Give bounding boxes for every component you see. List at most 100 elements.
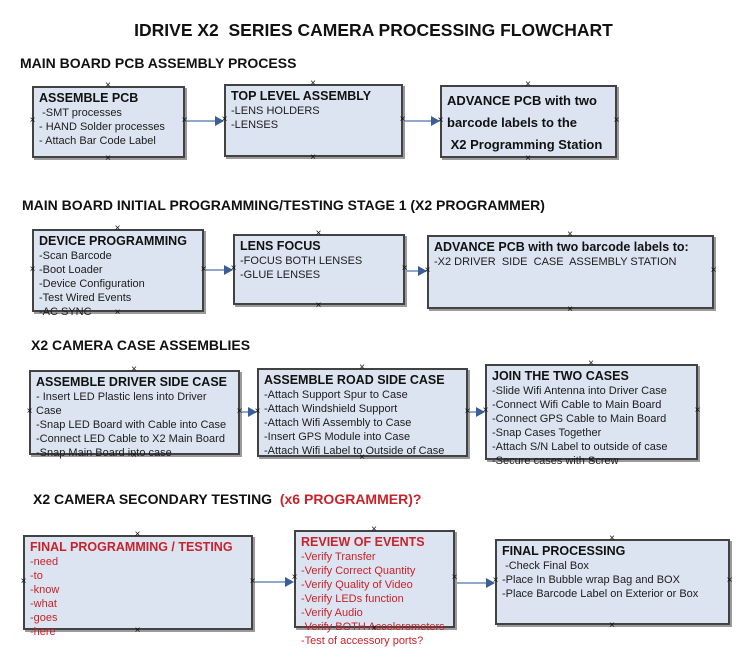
box-item: - HAND Solder processes <box>39 121 165 133</box>
connection-handle-icon <box>481 406 490 415</box>
connection-handle-icon <box>709 266 718 275</box>
connection-handle-icon <box>566 305 575 314</box>
box-item: -need <box>30 556 59 568</box>
box-item: -GLUE LENSES <box>240 269 321 281</box>
box-item: -Device Configuration <box>39 278 145 290</box>
connection-handle-icon <box>314 229 323 238</box>
box-item: -Verify BOTH Accelerometers <box>301 621 445 633</box>
box-item: -AC SYNC <box>39 306 92 318</box>
flow-box-final-programming-testing: FINAL PROGRAMMING / TESTING -need -to -k… <box>23 535 253 638</box>
connection-handle-icon <box>587 456 596 465</box>
section-heading-black-part: X2 CAMERA SECONDARY TESTING <box>33 491 276 507</box>
connection-handle-icon <box>314 301 323 310</box>
box-item: -SMT processes <box>39 107 122 119</box>
flow-arrow-right-icon <box>405 116 440 126</box>
connection-handle-icon <box>28 116 37 125</box>
connection-handle-icon <box>587 359 596 368</box>
connection-handle-icon <box>235 407 244 416</box>
box-item: -Verify LEDs function <box>301 593 404 605</box>
connection-handle-icon <box>133 626 142 635</box>
box-title: REVIEW OF EVENTS <box>301 535 425 549</box>
section-heading-secondary-testing: X2 CAMERA SECONDARY TESTING (x6 PROGRAMM… <box>33 491 421 507</box>
flow-box-assemble-pcb: ASSEMBLE PCB -SMT processes - HAND Solde… <box>32 86 185 158</box>
connection-handle-icon <box>491 576 500 585</box>
section-heading-red-part: (x6 PROGRAMMER)? <box>275 491 422 507</box>
box-title-line: barcode labels to the <box>447 115 578 130</box>
flow-arrow-right-icon <box>206 265 233 275</box>
connection-handle-icon <box>566 230 575 239</box>
box-item: -Connect LED Cable to X2 Main Board <box>36 433 225 445</box>
connection-handle-icon <box>524 154 533 163</box>
box-item: -Place In Bubble wrap Bag and BOX <box>502 574 680 586</box>
box-item: -Insert GPS Module into Case <box>264 431 411 443</box>
connection-handle-icon <box>180 116 189 125</box>
box-title: FINAL PROCESSING <box>502 544 626 558</box>
box-item: -Verify Correct Quantity <box>301 565 416 577</box>
box-title: ASSEMBLE ROAD SIDE CASE <box>264 373 445 387</box>
flow-box-final-processing: FINAL PROCESSING -Check Final Box -Place… <box>495 539 730 625</box>
box-item: - Attach Bar Code Label <box>39 135 156 147</box>
connection-handle-icon <box>370 525 379 534</box>
connection-handle-icon <box>19 577 28 586</box>
connection-handle-icon <box>309 153 318 162</box>
connection-handle-icon <box>130 365 139 374</box>
box-item: -Connect Wifi Cable to Main Board <box>492 399 662 411</box>
connection-handle-icon <box>113 308 122 317</box>
connection-handle-icon <box>398 115 407 124</box>
box-item: -Attach Wifi Label to Outside of Case <box>264 445 445 457</box>
box-item: -Attach S/N Label to outside of case <box>492 441 668 453</box>
flow-arrow-right-icon <box>255 577 294 587</box>
box-item: -Attach Windshield Support <box>264 403 398 415</box>
box-item: -Verify Audio <box>301 607 363 619</box>
box-title: FINAL PROGRAMMING / TESTING <box>30 540 233 554</box>
connection-handle-icon <box>436 116 445 125</box>
box-item: -Attach Wifi Assembly to Case <box>264 417 412 429</box>
box-item: -Boot Loader <box>39 264 103 276</box>
flow-arrow-right-icon <box>187 116 224 126</box>
connection-handle-icon <box>524 80 533 89</box>
box-item: -Secure cases with Screw <box>492 455 619 467</box>
box-item: -Test of accessory ports? <box>301 635 424 647</box>
connection-handle-icon <box>130 451 139 460</box>
box-item: -Snap LED Board with Cable into Case <box>36 419 227 431</box>
flow-box-assemble-road-side-case: ASSEMBLE ROAD SIDE CASE -Attach Support … <box>257 368 468 457</box>
box-item: -X2 DRIVER SIDE CASE ASSEMBLY STATION <box>434 256 677 268</box>
connection-handle-icon <box>450 573 459 582</box>
connection-handle-icon <box>612 116 621 125</box>
connection-handle-icon <box>290 573 299 582</box>
connection-handle-icon <box>104 81 113 90</box>
connection-handle-icon <box>199 265 208 274</box>
box-title: TOP LEVEL ASSEMBLY <box>231 89 372 103</box>
box-item: -LENSES <box>231 119 279 131</box>
box-item: -what <box>30 598 57 610</box>
box-item: - Insert LED Plastic lens into Driver Ca… <box>36 391 210 417</box>
box-item: -Attach Support Spur to Case <box>264 389 408 401</box>
connection-handle-icon <box>358 363 367 372</box>
connection-handle-icon <box>25 407 34 416</box>
connection-handle-icon <box>608 534 617 543</box>
connection-handle-icon <box>400 264 409 273</box>
box-title: JOIN THE TWO CASES <box>492 369 629 383</box>
box-title: ADVANCE PCB with two barcode labels to: <box>434 240 689 254</box>
box-item: -Place Barcode Label on Exterior or Box <box>502 588 699 600</box>
box-item: -goes <box>30 612 58 624</box>
box-title: ASSEMBLE PCB <box>39 91 139 105</box>
box-title: DEVICE PROGRAMMING <box>39 234 187 248</box>
page-title: IDRIVE X2 SERIES CAMERA PROCESSING FLOWC… <box>134 20 613 40</box>
connection-handle-icon <box>104 154 113 163</box>
connection-handle-icon <box>133 530 142 539</box>
box-item: -here <box>30 626 56 638</box>
box-item: -Snap Cases Together <box>492 427 602 439</box>
box-title: ASSEMBLE DRIVER SIDE CASE <box>36 375 228 389</box>
connection-handle-icon <box>463 407 472 416</box>
connection-handle-icon <box>423 266 432 275</box>
connection-handle-icon <box>608 621 617 630</box>
section-heading-case-assemblies: X2 CAMERA CASE ASSEMBLIES <box>31 337 251 353</box>
connection-handle-icon <box>693 406 702 415</box>
box-item: -FOCUS BOTH LENSES <box>240 255 363 267</box>
section-heading-pcb-assembly: MAIN BOARD PCB ASSEMBLY PROCESS <box>20 55 297 71</box>
connection-handle-icon <box>358 453 367 462</box>
connection-handle-icon <box>113 224 122 233</box>
box-item: -know <box>30 584 60 596</box>
